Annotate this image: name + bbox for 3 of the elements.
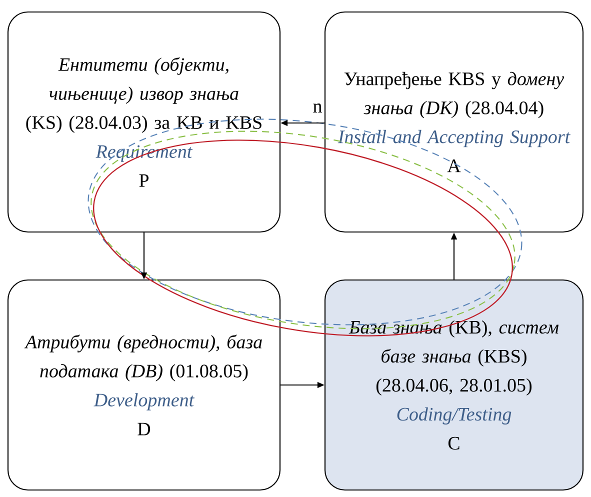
process-box: Унапређење KBS у домену знања (DK) (28.04.04) Install and Accepting Support A bbox=[324, 11, 584, 233]
process-box: Атрибути (вредности), база података (DB) (01.08.05) Development D bbox=[7, 279, 281, 491]
edge-label: n bbox=[313, 104, 322, 112]
